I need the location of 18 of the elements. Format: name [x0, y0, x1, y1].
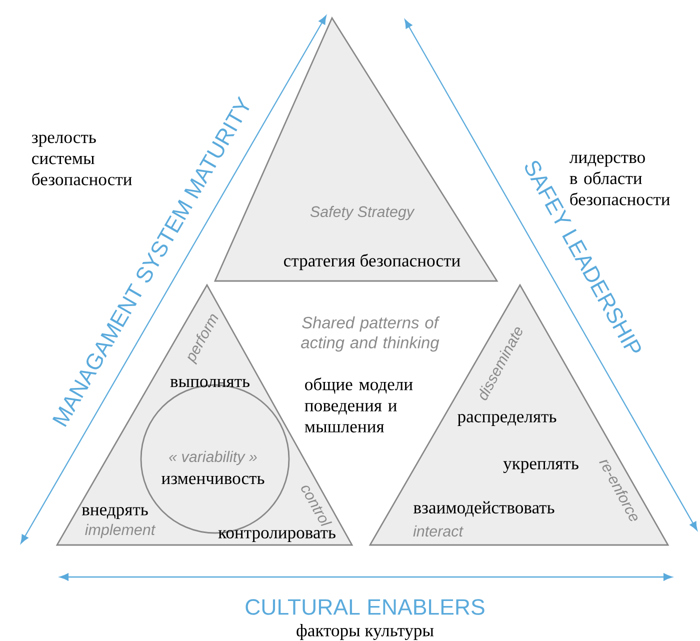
node-label: контролировать	[218, 530, 336, 542]
handwritten-label: interact	[413, 525, 464, 537]
handwritten-label: « variability »	[169, 450, 257, 466]
node-label: укреплять	[503, 460, 578, 474]
handwritten-label: implement	[85, 524, 156, 538]
translation-text: факторы культуры	[296, 624, 434, 640]
handwritten-label: Shared patterns of acting and thinking	[301, 316, 440, 352]
node-label: взаимодействовать	[414, 501, 554, 517]
node-label: внедрять	[82, 507, 148, 520]
node-label: распределять	[458, 414, 556, 426]
handwritten-label: Safety Strategy	[310, 206, 415, 220]
translation-text: общие модели поведения и мышления	[304, 378, 413, 432]
node-label: стратегия безопасности	[284, 254, 460, 270]
translation-text: зрелость системы безопасности	[32, 134, 132, 186]
translation-text: лидерство в области безопасности	[570, 154, 670, 206]
axis-title: CULTURAL ENABLERS	[246, 599, 484, 615]
node-label: изменчивость	[162, 476, 264, 484]
node-label: выполнять	[170, 378, 250, 388]
